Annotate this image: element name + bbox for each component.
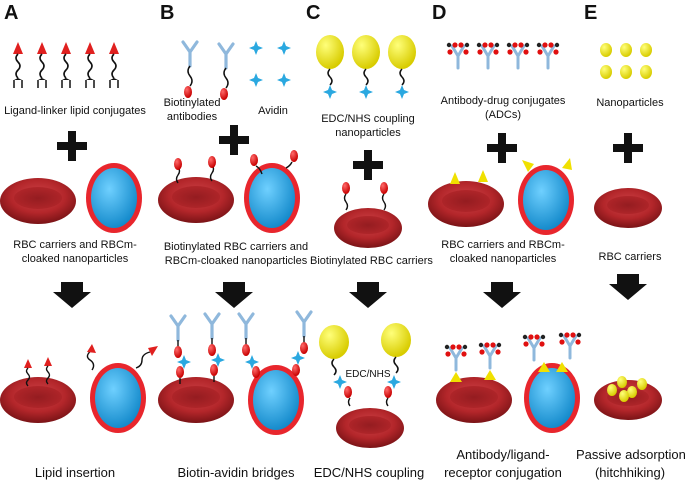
- biotinylated-antibodies-label-2: antibodies: [166, 111, 218, 123]
- avidin-star-icon: [249, 73, 263, 87]
- panel-a-method-label: Lipid insertion: [34, 465, 116, 480]
- adc-label-2: (ADCs): [484, 109, 522, 121]
- antibody-icon: [217, 42, 235, 70]
- panel-c-carrier-label: Biotinylated RBC carriers: [310, 255, 433, 267]
- plus-icon: [353, 150, 383, 180]
- antibody-icon: [505, 40, 531, 70]
- plus-icon: [487, 133, 517, 163]
- panel-b-carrier-label-1: Biotinylated RBC carriers and: [163, 241, 309, 253]
- plus-icon: [613, 133, 643, 163]
- down-arrow-icon: [609, 274, 647, 300]
- rbcm-nanoparticle-icon: [90, 363, 146, 433]
- panel-c: [316, 35, 416, 448]
- down-arrow-icon: [483, 282, 521, 308]
- panel-e: [594, 43, 662, 420]
- panel-letter-d: D: [432, 2, 447, 24]
- ligand-linker-label: Ligand-linker lipid conjugates: [4, 105, 146, 117]
- panel-d: [428, 40, 583, 433]
- panel-d-carrier-label-2: cloaked nanoparticles: [449, 253, 557, 265]
- edc-nhs-bond-label: EDC/NHS: [345, 369, 391, 380]
- edc-nhs-nanoparticles-label-1: EDC/NHS coupling: [321, 113, 415, 125]
- panel-d-carrier-label-1: RBC carriers and RBCm-: [441, 239, 565, 251]
- rbcm-nanoparticle-icon: [86, 163, 142, 233]
- antibody-icon: [445, 40, 471, 70]
- panel-d-method-label-2: receptor conjugation: [444, 465, 562, 480]
- rbc-icon: [594, 380, 662, 420]
- plus-icon: [219, 125, 249, 155]
- panel-e-carrier-label: RBC carriers: [598, 251, 662, 263]
- biotinylated-antibodies-label-1: Biotinylated: [163, 97, 221, 109]
- plus-icon: [57, 131, 87, 161]
- panel-b-method-label: Biotin-avidin bridges: [177, 465, 295, 480]
- avidin-star-icon: [277, 41, 291, 55]
- rbc-icon: [158, 377, 234, 423]
- antibody-icon: [475, 40, 501, 70]
- rbc-icon: [0, 178, 76, 224]
- avidin-star-icon: [277, 73, 291, 87]
- panel-b-carrier-label-2: RBCm-cloaked nanoparticles: [164, 255, 308, 267]
- rbc-icon: [336, 408, 404, 448]
- panel-letter-b: B: [160, 2, 175, 24]
- panel-b: [158, 40, 313, 435]
- ligand-linker-lipids: [13, 42, 119, 88]
- panel-d-method-label-1: Antibody/ligand-: [456, 447, 550, 462]
- rbc-icon: [594, 188, 662, 228]
- panel-e-method-label-2: (hitchhiking): [594, 465, 666, 480]
- panel-letter-e: E: [584, 2, 598, 24]
- panel-a-carrier-label-2: cloaked nanoparticles: [21, 253, 129, 265]
- rbc-icon: [334, 208, 402, 248]
- rbc-icon: [436, 377, 512, 423]
- rbc-icon: [0, 377, 76, 423]
- avidin-label: Avidin: [258, 105, 288, 117]
- panel-c-method-label: EDC/NHS coupling: [313, 465, 425, 480]
- panel-letter-a: A: [4, 2, 19, 24]
- panel-a: [0, 42, 158, 433]
- antibody-icon: [535, 40, 561, 70]
- nanoparticles-label: Nanoparticles: [596, 97, 664, 109]
- panel-e-method-label-1: Passive adsorption: [576, 447, 685, 462]
- down-arrow-icon: [215, 282, 253, 308]
- rbcm-nanoparticle-icon: [518, 165, 574, 235]
- rbc-icon: [428, 181, 504, 227]
- edc-nhs-nanoparticles-label-2: nanoparticles: [335, 127, 401, 139]
- rbc-icon: [158, 177, 234, 223]
- down-arrow-icon: [349, 282, 387, 308]
- rbcm-nanoparticle-icon: [524, 363, 580, 433]
- panel-letter-c: C: [306, 2, 321, 24]
- down-arrow-icon: [53, 282, 91, 308]
- avidin-star-icon: [249, 41, 263, 55]
- antibody-icon: [181, 40, 199, 68]
- panel-a-carrier-label-1: RBC carriers and RBCm-: [13, 239, 137, 251]
- adc-label-1: Antibody-drug conjugates: [440, 95, 566, 107]
- rbcm-nanoparticle-icon: [244, 163, 300, 233]
